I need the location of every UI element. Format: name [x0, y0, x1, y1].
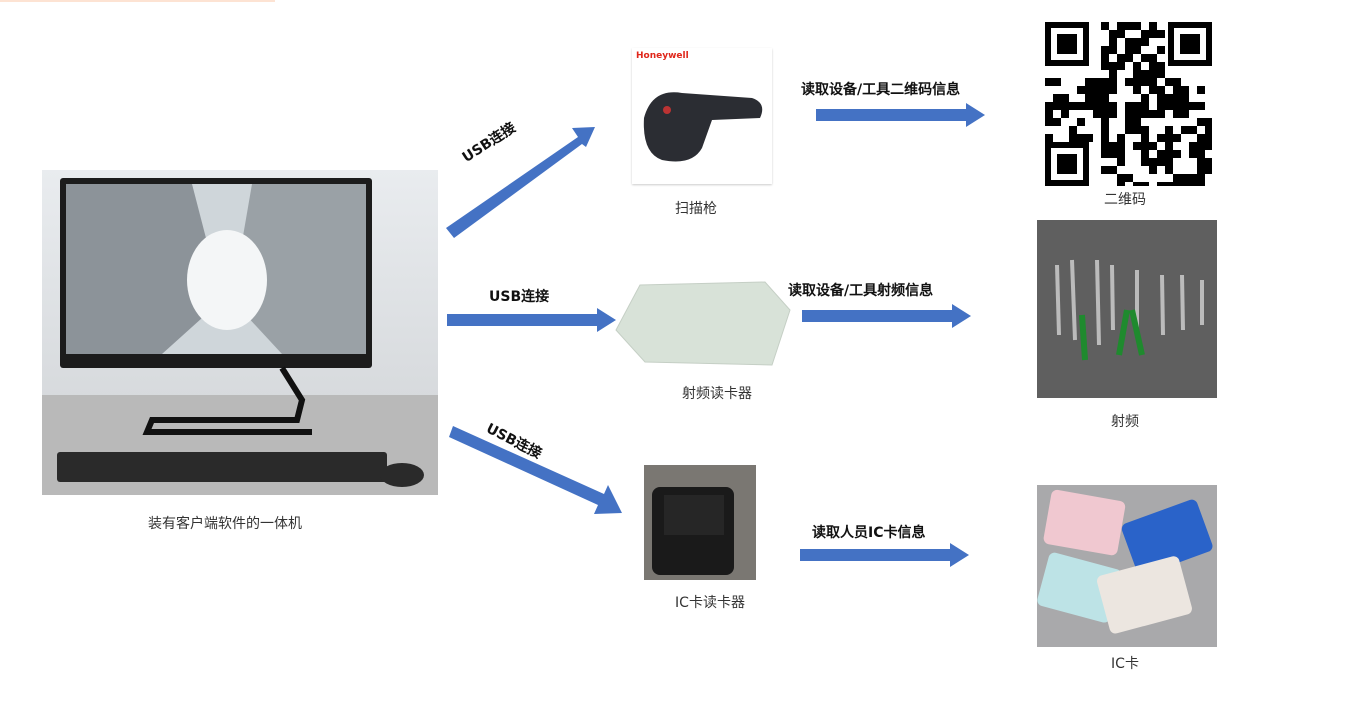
- rfid-reader-caption: 射频读卡器: [682, 386, 752, 402]
- top-accent-line: [0, 0, 275, 2]
- usb-label-rfid: USB连接: [489, 289, 550, 305]
- arrow-to-scanner: [446, 127, 595, 238]
- action-label-ic: 读取人员IC卡信息: [812, 525, 926, 541]
- scanner-caption: 扫描枪: [675, 201, 717, 217]
- ic-card-caption: IC卡: [1111, 656, 1139, 672]
- arrow-to-rfid-head: [597, 308, 616, 332]
- computer-caption: 装有客户端软件的一体机: [148, 516, 302, 532]
- ic-cards-image: [1037, 485, 1217, 647]
- ic-card-reader-image: [644, 465, 756, 580]
- action-label-qr: 读取设备/工具二维码信息: [801, 82, 961, 98]
- qr-code-image: [1045, 22, 1212, 186]
- all-in-one-computer-image: [42, 170, 438, 495]
- barcode-scanner-image: Honeywell: [632, 48, 772, 184]
- action-label-rfid: 读取设备/工具射频信息: [788, 283, 934, 299]
- qr-caption: 二维码: [1104, 192, 1146, 208]
- arrow-to-ic-reader: [449, 426, 622, 514]
- ic-reader-caption: IC卡读卡器: [675, 595, 745, 611]
- honeywell-logo: Honeywell: [636, 51, 689, 61]
- arrow-to-rfid-shaft: [447, 314, 597, 326]
- rfid-tools-image: [1037, 220, 1217, 398]
- rfid-caption: 射频: [1111, 414, 1139, 430]
